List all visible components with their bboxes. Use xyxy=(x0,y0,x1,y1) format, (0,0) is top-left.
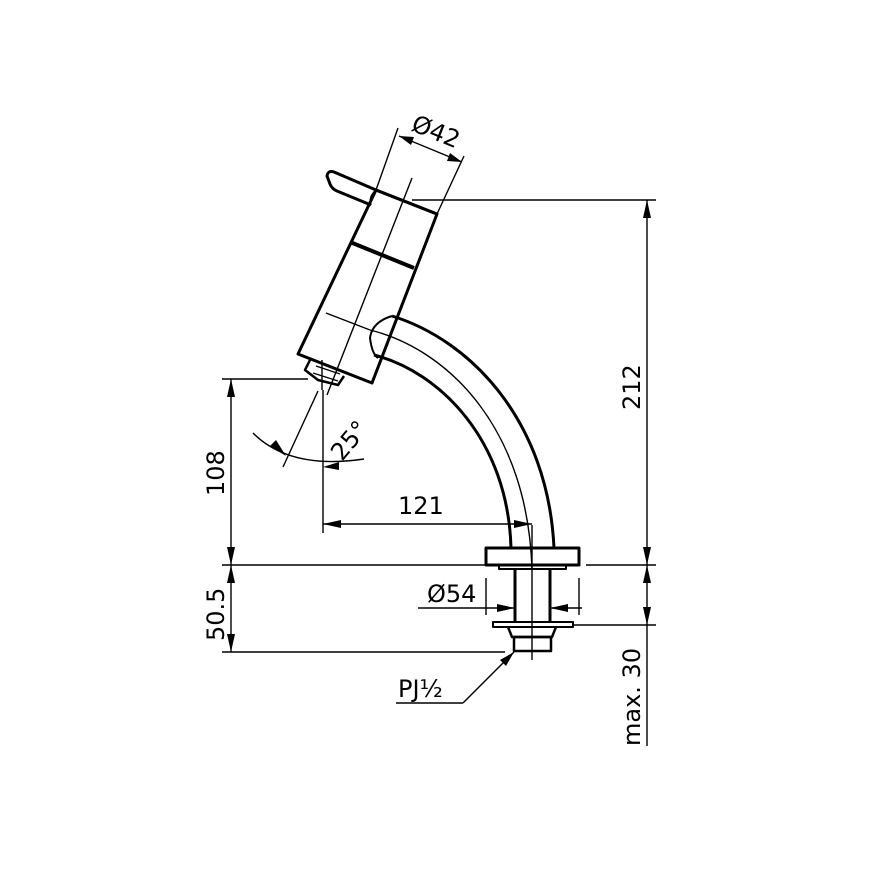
dimension-max-deck-thickness: max. 30 xyxy=(573,565,656,746)
dimension-spout-reach: 121 xyxy=(322,390,532,533)
label-handle-diameter: Ø42 xyxy=(408,110,464,154)
dimension-flange-diameter: Ø54 xyxy=(418,578,582,615)
label-spout-reach: 121 xyxy=(398,492,444,520)
dimension-spout-height: 108 xyxy=(202,378,486,566)
dimension-below-deck: 50.5 xyxy=(202,565,505,653)
mounting-assembly xyxy=(484,525,581,660)
dimension-total-height: 212 xyxy=(412,199,656,566)
label-flange-diameter: Ø54 xyxy=(427,580,476,608)
spout-pipe xyxy=(369,314,556,571)
label-spout-angle: 25° xyxy=(325,415,374,466)
dimension-spout-angle: 25° xyxy=(252,390,374,470)
tap-body xyxy=(296,170,439,396)
label-total-height: 212 xyxy=(618,364,646,410)
dimension-handle-diameter: Ø42 xyxy=(375,110,465,215)
label-spout-height: 108 xyxy=(202,450,230,496)
label-max-deck-thickness: max. 30 xyxy=(618,648,646,746)
label-connection-thread: PJ½ xyxy=(398,675,443,703)
leader-connection-thread: PJ½ xyxy=(396,651,515,704)
label-below-deck: 50.5 xyxy=(202,588,230,641)
